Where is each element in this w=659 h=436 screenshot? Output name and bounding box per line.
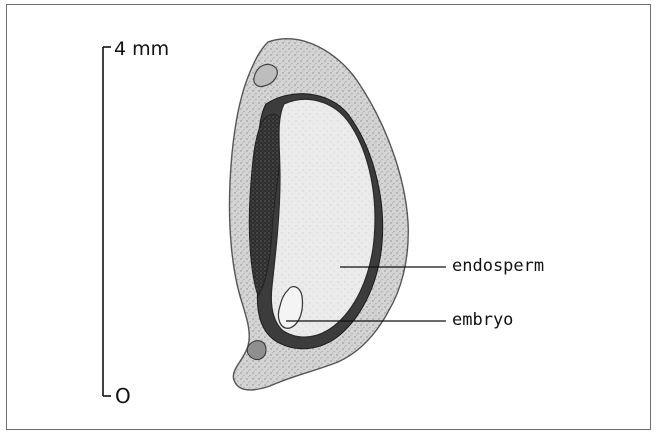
scale-top-label: 4 mm (114, 40, 169, 59)
scale-bottom-label: O (115, 386, 131, 406)
endosperm-label: endosperm (452, 258, 544, 275)
scale-bar (103, 47, 111, 396)
embryo-label: embryo (452, 312, 513, 329)
radicle (247, 341, 266, 360)
